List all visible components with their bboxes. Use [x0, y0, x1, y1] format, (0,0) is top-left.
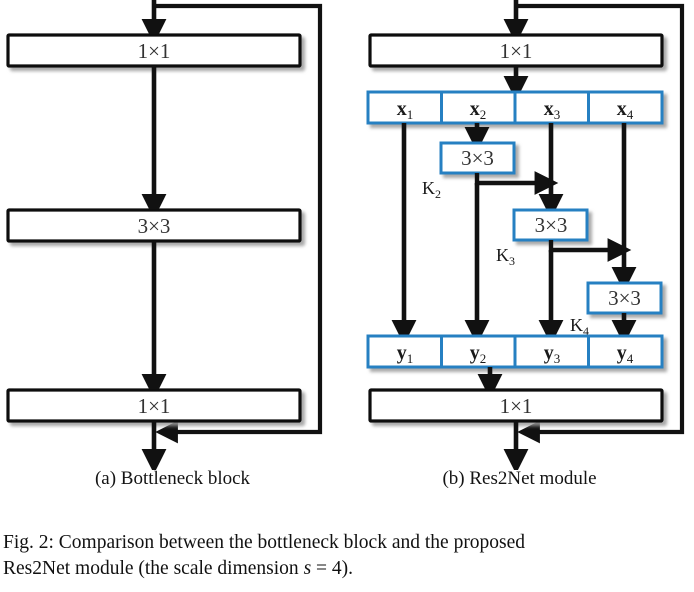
res2net-k3-name: K3 — [496, 245, 515, 268]
caption-line-1: Fig. 2: Comparison between the bottlenec… — [3, 532, 526, 553]
res2net-k4-name: K4 — [570, 315, 589, 338]
split-output-y2: y2 — [470, 342, 487, 366]
res2net-conv-1x1-top-label: 1×1 — [500, 39, 533, 63]
bottleneck-residual-shortcut — [154, 3, 323, 444]
res2net-k2-name: K2 — [422, 178, 441, 201]
bottleneck-conv-1x1-bottom: 1×1 — [6, 388, 302, 423]
res2net-conv-1x1-bottom: 1×1 — [368, 388, 664, 423]
res2net-kernel-k2-label: 3×3 — [461, 146, 494, 170]
res2net-kernel-k3-box: 3×3 — [512, 208, 589, 242]
split-input-x1: x1 — [397, 98, 414, 122]
res2net-split-output-labels: y1 y2 y3 y4 — [397, 342, 634, 366]
subfigure-label-b: (b) Res2Net module — [442, 468, 597, 489]
res2net-comparison-diagram: 1×1 3×3 1×1 — [6, 0, 685, 470]
split-input-x3: x3 — [544, 98, 561, 122]
split-output-y3: y3 — [544, 342, 561, 366]
res2net-kernel-k4-box: 3×3 — [586, 281, 663, 315]
bottleneck-conv-1x1-top: 1×1 — [6, 33, 302, 68]
split-output-y1: y1 — [397, 342, 414, 366]
res2net-residual-shortcut — [516, 3, 685, 444]
split-output-y4: y4 — [617, 342, 634, 366]
caption-line-2-post: = 4). — [311, 558, 354, 579]
res2net-split-input-row — [366, 90, 664, 125]
res2net-conv-1x1-top: 1×1 — [368, 33, 664, 68]
split-input-x4: x4 — [617, 98, 634, 122]
bottleneck-conv-1x1-bottom-label: 1×1 — [138, 394, 171, 418]
bottleneck-conv-1x1-top-label: 1×1 — [138, 39, 171, 63]
split-input-x2: x2 — [470, 98, 487, 122]
res2net-kernel-k2-box: 3×3 — [439, 141, 516, 175]
caption-line-2-pre: Res2Net module (the scale dimension — [3, 558, 304, 579]
subfigure-label-a: (a) Bottleneck block — [94, 468, 251, 489]
res2net-conv-1x1-bottom-label: 1×1 — [500, 394, 533, 418]
res2net-split-input-labels: x1 x2 x3 x4 — [397, 98, 634, 122]
res2net-module-diagram: 1×1 x1 x2 x3 x4 — [366, 0, 685, 470]
res2net-kernel-k4-label: 3×3 — [608, 286, 641, 310]
res2net-kernel-k3-label: 3×3 — [535, 213, 568, 237]
caption-scale-symbol: s — [303, 558, 312, 579]
bottleneck-conv-3x3: 3×3 — [6, 208, 302, 243]
figure-caption: Fig. 2: Comparison between the bottlenec… — [3, 530, 691, 582]
bottleneck-conv-3x3-label: 3×3 — [138, 214, 171, 238]
bottleneck-block-diagram: 1×1 3×3 1×1 — [6, 0, 323, 470]
res2net-split-output-row — [366, 334, 664, 369]
